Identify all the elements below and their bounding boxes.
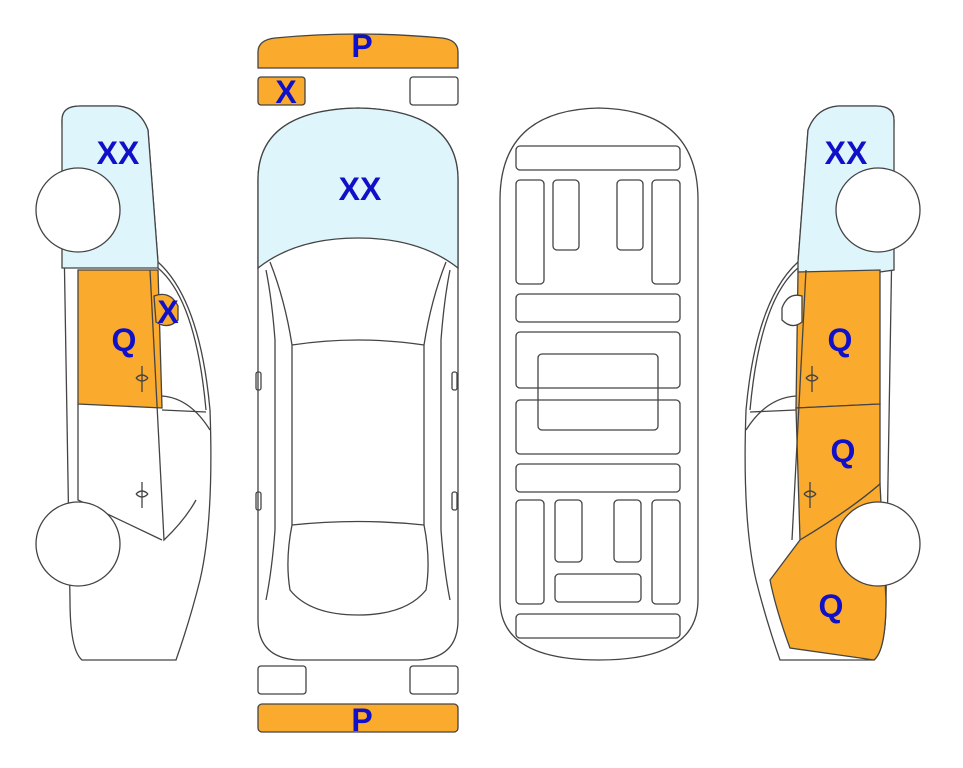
left-side-view: XX Q X (35, 105, 212, 661)
front-right-headlight[interactable] (409, 76, 459, 106)
right-rear-wheel[interactable] (835, 501, 921, 587)
top-view: P X XX P (255, 28, 459, 738)
top-cabin-lines (269, 261, 447, 616)
right-rear-quarter-label: Q (819, 588, 844, 624)
left-mirror[interactable] (153, 293, 179, 327)
rear-right-taillight[interactable] (409, 665, 459, 695)
underside-body (499, 107, 699, 661)
top-windshield[interactable] (257, 107, 459, 270)
left-windshield-label: XX (97, 135, 140, 171)
front-left-headlight-label: X (275, 74, 297, 110)
left-front-wheel[interactable] (35, 167, 121, 253)
rear-bumper-label: P (351, 702, 372, 738)
right-front-wheel[interactable] (835, 167, 921, 253)
left-rear-wheel[interactable] (35, 501, 121, 587)
top-windshield-label: XX (339, 171, 382, 207)
front-bumper-label: P (351, 28, 372, 64)
left-mirror-label: X (157, 294, 179, 330)
right-windshield-label: XX (825, 135, 868, 171)
right-side-view: XX Q Q Q (744, 105, 921, 661)
front-left-headlight[interactable] (257, 76, 306, 106)
right-front-door-label: Q (828, 322, 853, 358)
rear-left-taillight[interactable] (257, 665, 307, 695)
front-bumper[interactable] (257, 33, 459, 69)
rear-bumper[interactable] (257, 703, 459, 733)
left-front-door-label: Q (112, 322, 137, 358)
underside-view (499, 107, 699, 661)
right-rear-door-label: Q (831, 433, 856, 469)
right-mirror[interactable] (781, 294, 803, 327)
left-front-door[interactable] (77, 269, 163, 409)
